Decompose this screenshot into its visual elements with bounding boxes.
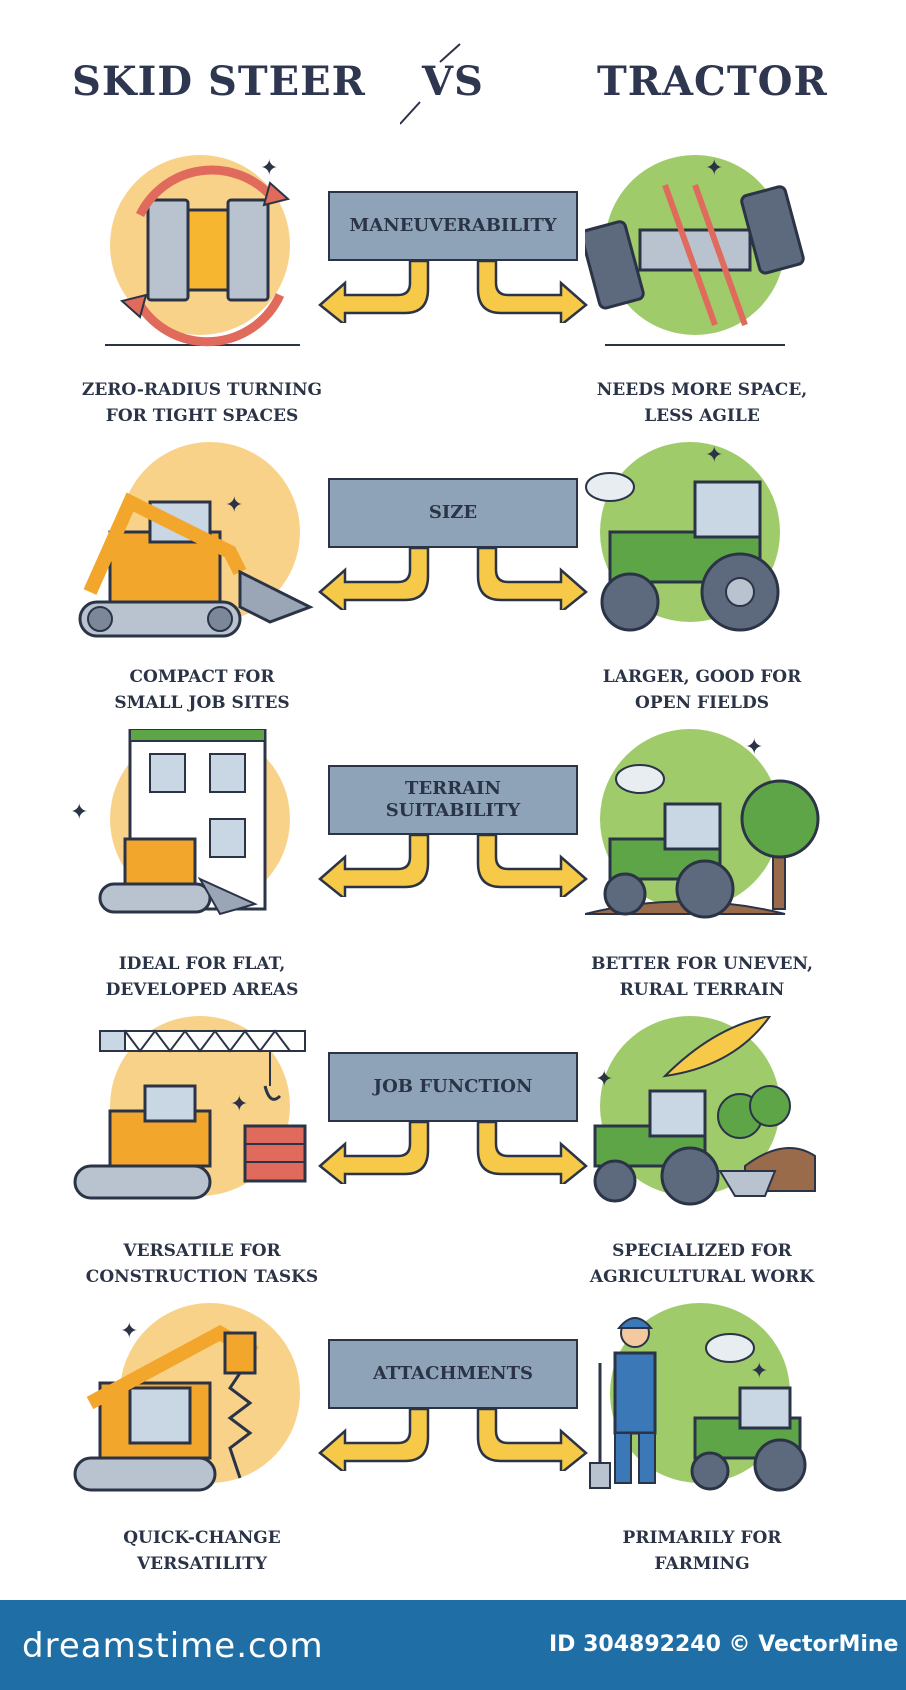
- left-caption: VERSATILE FOR CONSTRUCTION TASKS: [85, 1241, 319, 1287]
- category-terrain-suitability: TERRAIN SUITABILITY: [328, 765, 578, 835]
- double-arrow-icon: [318, 1120, 588, 1184]
- right-caption: PRIMARILY FOR FARMING: [622, 1528, 782, 1574]
- brand-logo: dreamstime.com: [22, 1626, 324, 1666]
- svg-text:✦: ✦: [750, 1359, 768, 1384]
- farmer-tractor-icon: ✦: [589, 1303, 807, 1492]
- svg-text:✦: ✦: [120, 1319, 138, 1344]
- svg-text:✦: ✦: [745, 735, 763, 760]
- left-caption: IDEAL FOR FLAT, DEVELOPED AREAS: [105, 954, 299, 1000]
- right-caption: SPECIALIZED FOR AGRICULTURAL WORK: [589, 1241, 815, 1287]
- comparison-row-size: ✦ SIZE ✦ COMPACT FOR SMALL JOB SITES LAR…: [0, 442, 906, 728]
- footer-banner: dreamstime.com ID 304892240 © VectorMine: [0, 1600, 906, 1690]
- svg-text:✦: ✦: [230, 1092, 248, 1117]
- rotating-tracks-icon: ✦: [105, 155, 300, 347]
- svg-text:✦: ✦: [705, 156, 723, 181]
- stock-id: ID 304892240 © VectorMine: [549, 1632, 899, 1657]
- double-arrow-icon: [318, 546, 588, 610]
- skid-steer-auger-icon: ✦: [73, 1303, 300, 1492]
- left-caption: QUICK-CHANGE VERSATILITY: [123, 1528, 281, 1574]
- category-size: SIZE: [328, 478, 578, 548]
- double-arrow-icon: [318, 1407, 588, 1471]
- double-arrow-icon: [318, 833, 588, 897]
- left-caption: COMPACT FOR SMALL JOB SITES: [114, 667, 290, 713]
- skid-steer-crane-bricks-icon: ✦: [73, 1016, 307, 1200]
- right-caption: LARGER, GOOD FOR OPEN FIELDS: [602, 667, 802, 713]
- comparison-row-terrain: ✦ TERRAIN SUITABILITY ✦ IDEAL FOR FLAT, …: [0, 729, 906, 1015]
- tractor-wheels-turning-icon: ✦: [585, 155, 805, 346]
- left-caption: ZERO-RADIUS TURNING FOR TIGHT SPACES: [81, 380, 323, 426]
- double-arrow-icon: [318, 259, 588, 323]
- svg-text:✦: ✦: [705, 443, 723, 468]
- svg-text:✦: ✦: [260, 156, 278, 181]
- category-attachments: ATTACHMENTS: [328, 1339, 578, 1409]
- svg-text:✦: ✦: [225, 493, 243, 518]
- comparison-row-attachments: ✦ ATTACHMENTS ✦ QUICK-CHANGE VERSATILITY…: [0, 1303, 906, 1589]
- skid-steer-building-icon: ✦: [70, 729, 290, 916]
- right-caption: NEEDS MORE SPACE, LESS AGILE: [596, 380, 808, 426]
- right-caption: BETTER FOR UNEVEN, RURAL TERRAIN: [591, 954, 813, 1000]
- vs-label: VS: [422, 58, 484, 105]
- vs-slash-icon: [400, 43, 461, 125]
- tractor-title: TRACTOR: [597, 58, 828, 105]
- svg-text:✦: ✦: [70, 800, 88, 825]
- svg-text:✦: ✦: [595, 1067, 613, 1092]
- green-tractor-icon: ✦: [585, 442, 780, 632]
- comparison-row-maneuverability: ✦ MANEUVERABILITY ✦ ZERO-RADIUS TURNING …: [0, 155, 906, 441]
- comparison-row-job-function: ✦ JOB FUNCTION ✦ VERSATILE FOR CONSTRUCT…: [0, 1016, 906, 1302]
- category-job-function: JOB FUNCTION: [328, 1052, 578, 1122]
- tractor-tree-icon: ✦: [585, 729, 820, 919]
- tractor-plow-wheat-icon: ✦: [593, 1016, 816, 1206]
- skid-steer-title: SKID STEER: [72, 58, 366, 105]
- header: SKID STEER VS TRACTOR: [0, 0, 906, 150]
- category-maneuverability: MANEUVERABILITY: [328, 191, 578, 261]
- skid-steer-loader-icon: ✦: [78, 442, 314, 638]
